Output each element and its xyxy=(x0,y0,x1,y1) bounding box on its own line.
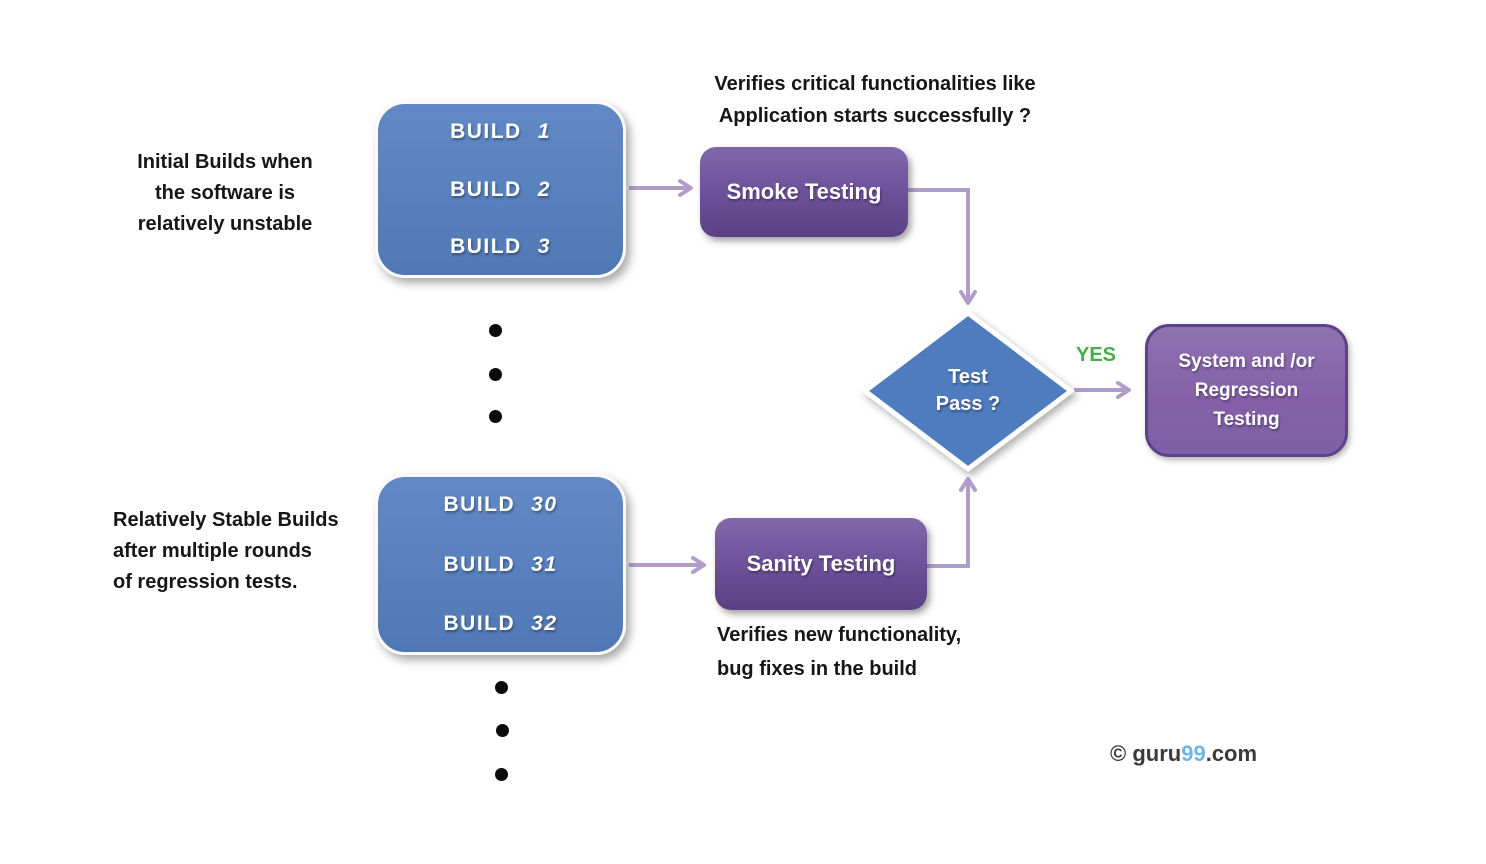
annotation-stable-builds: Relatively Stable Builds after multiple … xyxy=(113,509,339,593)
build-item: BUILD 30 xyxy=(378,493,623,517)
result-node: System and /or Regression Testing xyxy=(1145,324,1348,457)
build-item: BUILD 31 xyxy=(378,553,623,577)
copyright-watermark: © guru99.com xyxy=(1110,741,1257,767)
build-item: BUILD 3 xyxy=(378,235,623,259)
build-number: 31 xyxy=(531,552,558,576)
ellipsis-dot xyxy=(489,324,502,337)
annotation-initial-builds: Initial Builds when the software is rela… xyxy=(137,151,313,235)
smoke-testing-label: Smoke Testing xyxy=(726,179,882,204)
build-label: BUILD xyxy=(443,493,516,516)
sanity-testing-label: Sanity Testing xyxy=(746,551,896,576)
sanity-testing-node: Sanity Testing xyxy=(715,518,927,610)
ellipsis-dot xyxy=(489,410,502,423)
ellipsis-dot xyxy=(495,681,508,694)
build-item: BUILD 32 xyxy=(378,612,623,636)
build-number: 2 xyxy=(537,177,551,201)
build-group-top: BUILD 1 BUILD 2 BUILD 3 xyxy=(375,101,626,278)
annotation-smoke-testing: Verifies critical functionalities like A… xyxy=(714,73,1036,127)
build-number: 1 xyxy=(537,120,551,143)
build-number: 3 xyxy=(537,235,551,258)
smoke-testing-node: Smoke Testing xyxy=(700,147,908,237)
annotation-sanity-testing: Verifies new functionality, bug fixes in… xyxy=(717,624,962,680)
build-number: 32 xyxy=(531,612,558,635)
copyright-prefix: © guru xyxy=(1110,741,1182,766)
yes-edge-label: YES xyxy=(1075,344,1117,366)
build-label: BUILD xyxy=(450,120,522,143)
build-label: BUILD xyxy=(450,235,522,258)
decision-test-pass: Test Pass ? xyxy=(860,307,1076,475)
build-label: BUILD xyxy=(450,177,522,201)
ellipsis-dot xyxy=(495,768,508,781)
decision-diamond-shape xyxy=(860,309,1076,473)
build-item: BUILD 1 xyxy=(378,120,623,144)
edge-smoke-to-decision xyxy=(908,188,977,305)
build-group-bottom: BUILD 30 BUILD 31 BUILD 32 xyxy=(375,474,626,655)
ellipsis-dot xyxy=(489,368,502,381)
edge-sanity-to-decision xyxy=(927,477,977,568)
copyright-suffix: .com xyxy=(1205,741,1258,766)
ellipsis-dot xyxy=(496,724,509,737)
copyright-highlight: 99 xyxy=(1181,741,1206,766)
decision-label: Test Pass ? xyxy=(935,366,1001,415)
build-item: BUILD 2 xyxy=(378,178,623,202)
build-label: BUILD xyxy=(443,552,516,576)
build-label: BUILD xyxy=(443,612,516,635)
build-number: 30 xyxy=(531,493,558,516)
